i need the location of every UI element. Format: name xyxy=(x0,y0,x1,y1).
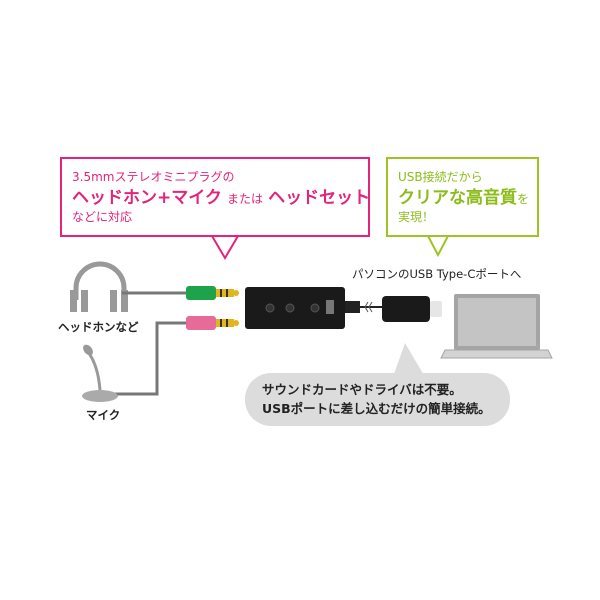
callout-right-line1: USB接続だから xyxy=(398,170,483,184)
callout-right-line3: 実現！ xyxy=(398,210,435,224)
callout-compatibility xyxy=(60,157,370,237)
callout-sound-quality xyxy=(386,157,539,237)
usb-audio-adapter-icon xyxy=(245,287,384,329)
bubble-tail xyxy=(393,343,425,377)
usb-c-connector-icon xyxy=(382,296,442,322)
particle-text: を xyxy=(517,192,530,206)
pink-callout-tail xyxy=(210,235,240,260)
info-bubble xyxy=(245,373,510,426)
callout-left-line2: ヘッドホン+マイク または ヘッドセット xyxy=(72,183,370,208)
mic-label: マイク xyxy=(86,408,121,422)
bubble-line1: サウンドカードやドライバは不要。 xyxy=(262,382,462,397)
green-callout-tail xyxy=(426,235,450,258)
headset-text: ヘッドセット xyxy=(268,188,371,208)
green-plug-icon xyxy=(186,286,239,300)
laptop-icon xyxy=(440,294,553,359)
mic-cable xyxy=(115,321,186,396)
headphone-mic-text: ヘッドホン+マイク xyxy=(72,188,222,208)
callout-left-line3: などに対応 xyxy=(72,210,133,224)
headphones-icon xyxy=(70,261,128,312)
clear-sound-text: クリアな高音質 xyxy=(398,188,517,208)
callout-left-line1: 3.5mmステレオミニプラグの xyxy=(72,170,235,184)
pink-plug-icon xyxy=(186,316,239,330)
pc-port-label: パソコンのUSB Type-Cポートへ xyxy=(352,267,522,281)
microphone-icon xyxy=(82,344,118,402)
bubble-line2: USBポートに差し込むだけの簡単接続。 xyxy=(262,401,491,416)
or-text: または xyxy=(227,192,264,206)
headphones-label: ヘッドホンなど xyxy=(58,320,139,334)
callout-right-line2: クリアな高音質を xyxy=(398,183,529,208)
